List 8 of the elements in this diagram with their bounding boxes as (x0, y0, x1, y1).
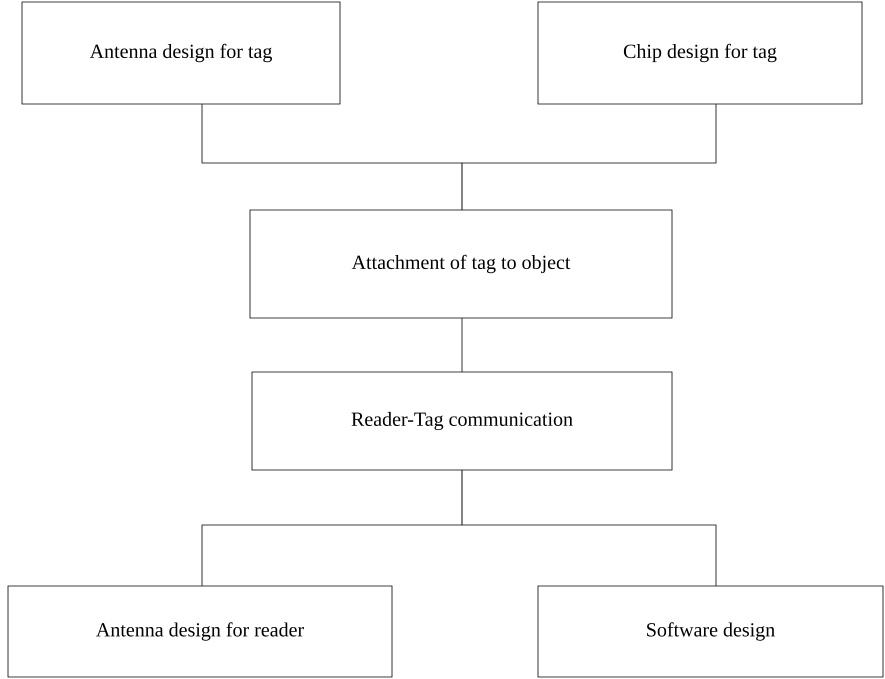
process-box: Reader-Tag communication (252, 372, 672, 470)
process-box: Antenna design for reader (8, 586, 392, 678)
connector-line (462, 104, 716, 210)
process-box: Software design (538, 586, 884, 678)
connector-line (462, 470, 716, 586)
process-box: Antenna design for tag (22, 2, 340, 104)
process-box: Attachment of tag to object (250, 210, 672, 318)
process-box: Chip design for tag (538, 2, 862, 104)
